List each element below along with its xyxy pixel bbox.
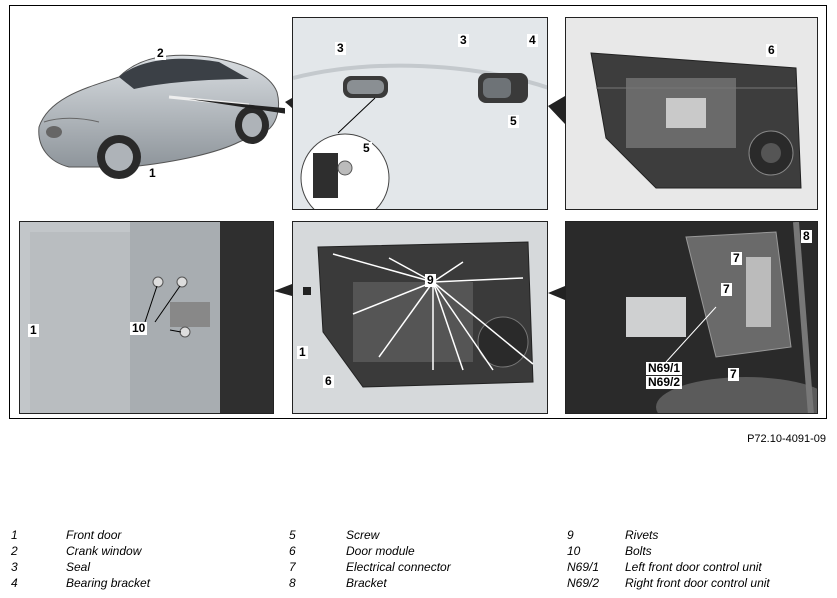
legend-number: 4 [11, 576, 18, 590]
legend-number: 9 [567, 528, 574, 542]
legend-label: Screw [346, 528, 380, 542]
legend-item: N69/2 Right front door control unit [567, 576, 827, 592]
callout-front-door-edge: 1 [28, 323, 39, 337]
callout-seal-right: 3 [458, 33, 469, 47]
door-module-illustration [566, 18, 817, 209]
control-unit-illustration [566, 222, 817, 413]
legend-column-2: 5 Screw 6 Door module 7 Electrical connecto… [289, 528, 549, 592]
legend-item: 6 Door module [289, 544, 549, 560]
legend-label: Seal [66, 560, 91, 574]
door-edge-illustration [20, 222, 273, 413]
legend-number: 2 [11, 544, 18, 558]
callout-control-unit-right: N69/2 [646, 375, 683, 389]
legend-label: Crank window [66, 544, 142, 558]
legend-number: 8 [289, 576, 296, 590]
car-illustration [38, 54, 285, 179]
legend-item: 9 Rivets [567, 528, 827, 544]
panel-door-module: 6 [565, 17, 818, 210]
legend-label: Door module [346, 544, 415, 558]
legend-column-1: 1 Front door 2 Crank window 3 Seal 4 Bearing… [11, 528, 271, 592]
callout-front-door: 1 [147, 166, 158, 180]
callout-screw-inset: 5 [361, 141, 372, 155]
callout-door-module-inner: 6 [323, 374, 334, 388]
callout-bearing-bracket: 4 [527, 33, 538, 47]
figure-frame: 2 1 3 3 4 5 5 [9, 5, 827, 419]
legend-number: 5 [289, 528, 296, 542]
callout-connector-middle: 7 [721, 282, 732, 296]
callout-seal-left: 3 [335, 41, 346, 55]
legend-item: 5 Screw [289, 528, 549, 544]
panel-control-unit: 8 7 7 N69/1 N69/2 7 [565, 221, 818, 414]
legend-number: 10 [567, 544, 581, 558]
callout-crank-window: 2 [155, 46, 166, 60]
legend-label: Right front door control unit [625, 576, 770, 590]
inner-door-illustration [293, 222, 547, 413]
panel-door-edge: 10 1 [19, 221, 274, 414]
legend-number: 3 [11, 560, 18, 574]
legend-item: 8 Bracket [289, 576, 549, 592]
legend-label: Electrical connector [346, 560, 451, 574]
legend-item: 1 Front door [11, 528, 271, 544]
legend-label: Left front door control unit [625, 560, 762, 574]
callout-front-door-inner: 1 [297, 345, 308, 359]
legend-item: 10 Bolts [567, 544, 827, 560]
legend-number: 6 [289, 544, 296, 558]
legend-label: Bearing bracket [66, 576, 151, 590]
callout-rivets: 9 [425, 273, 436, 287]
callout-bolts: 10 [130, 321, 148, 335]
legend-number: N69/1 [567, 560, 600, 574]
callout-connector-bottom: 7 [728, 367, 739, 381]
callout-control-unit-left: N69/1 [646, 361, 683, 375]
callout-screw-handle: 5 [508, 114, 519, 128]
callout-bracket: 8 [801, 229, 812, 243]
callout-connector-top: 7 [731, 251, 742, 265]
legend-label: Bolts [625, 544, 652, 558]
legend-item: N69/1 Left front door control unit [567, 560, 827, 576]
panel-inner-door: 9 1 6 [292, 221, 548, 414]
legend-column-3: 9 Rivets 10 Bolts N69/1 Left front door con… [567, 528, 827, 592]
legend-item: 3 Seal [11, 560, 271, 576]
legend-label: Front door [66, 528, 122, 542]
legend-item: 2 Crank window [11, 544, 271, 560]
legend-item: 4 Bearing bracket [11, 576, 271, 592]
legend-label: Rivets [625, 528, 659, 542]
panel-door-handle: 3 3 4 5 5 [292, 17, 548, 210]
figure-reference: P72.10-4091-09 [747, 433, 826, 445]
legend-number: N69/2 [567, 576, 600, 590]
legend-number: 1 [11, 528, 18, 542]
panel-car-overview: 2 1 [19, 17, 285, 210]
legend-label: Bracket [346, 576, 387, 590]
legend-item: 7 Electrical connector [289, 560, 549, 576]
legend-number: 7 [289, 560, 296, 574]
callout-door-module-top: 6 [766, 43, 777, 57]
